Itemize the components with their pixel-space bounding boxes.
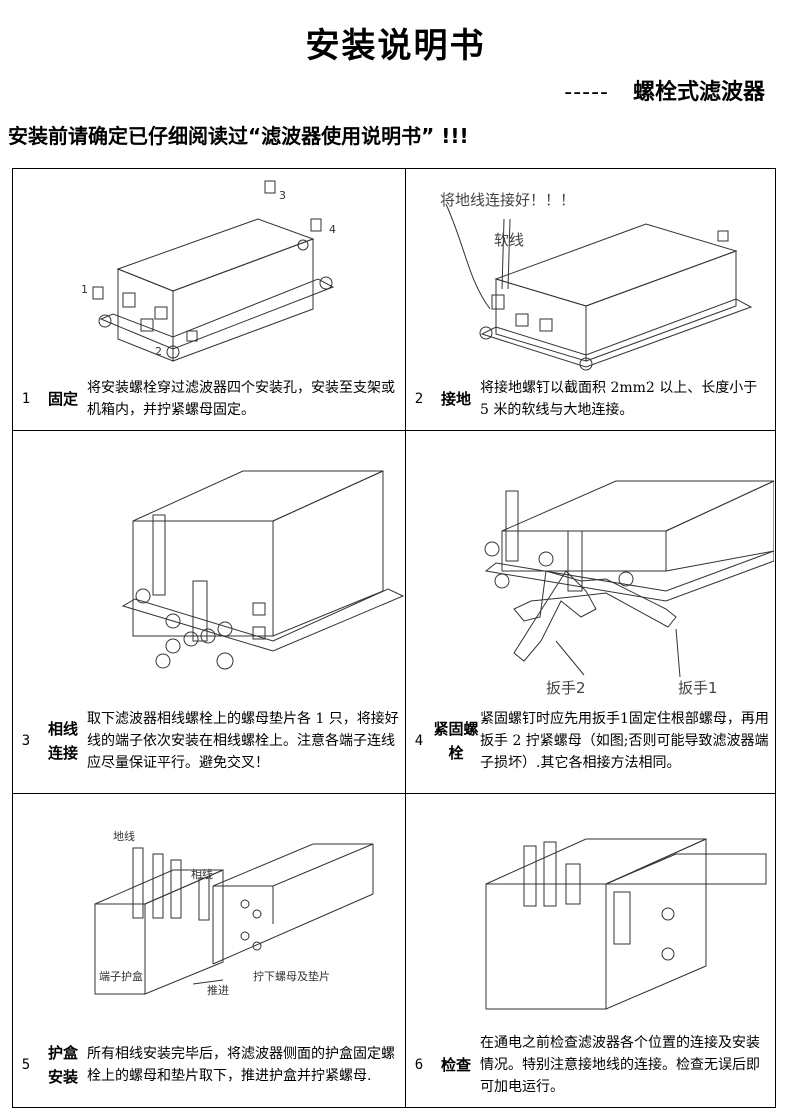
step-3-caption: 3 相线连接 取下滤波器相线螺栓上的螺母垫片各 1 只，将接好线的端子依次安装在… xyxy=(13,689,405,793)
step-1-description: 将安装螺栓穿过滤波器四个安装孔，安装至支架或机箱内，并拧紧螺母固定。 xyxy=(87,380,395,418)
step-5-name: 护盒安装 xyxy=(39,1041,87,1089)
step-4-name: 紧固螺栓 xyxy=(432,717,480,765)
step-1-label-2: 2 xyxy=(155,345,162,358)
step-3-description: 取下滤波器相线螺栓上的螺母垫片各 1 只，将接好线的端子依次安装在相线螺栓上。注… xyxy=(87,711,399,771)
step-6-illustration xyxy=(485,838,767,1010)
step-5-illustration: 地线 相线 端子护盒 推进 拧下螺母及垫片 xyxy=(94,829,374,997)
step-5-cell: 地线 相线 端子护盒 推进 拧下螺母及垫片 5 护盒安装 所有相线安装完毕后，将… xyxy=(13,794,406,1107)
step-2-caption: 2 接地 将接地螺钉以截面积 2mm2 以上、长度小于 5 米的软线与大地连接。 xyxy=(406,368,775,430)
step-4-description: 紧固螺钉时应先用扳手1固定住根部螺母，再用扳手 2 拧紧螺母（如图;否则可能导致… xyxy=(480,711,769,771)
step-5-label-box: 端子护盒 xyxy=(99,969,143,983)
step-6-name: 检查 xyxy=(440,1056,471,1074)
step-1-label-4: 4 xyxy=(329,223,336,236)
step-1-illustration: 1 2 3 4 xyxy=(81,180,336,362)
step-6-description: 在通电之前检查滤波器各个位置的连接及安装情况。特别注意接地线的连接。检查无误后即… xyxy=(480,1035,760,1095)
step-1-number: 1 xyxy=(21,391,31,407)
step-3-illustration xyxy=(121,470,405,670)
step-4-cell: 扳手2 扳手1 4 紧固螺栓 紧固螺钉时应先用扳手1固定住根部螺母，再用扳手 2… xyxy=(406,431,775,794)
step-6-caption: 6 检查 在通电之前检查滤波器各个位置的连接及安装情况。特别注意接地线的连接。检… xyxy=(406,1023,775,1107)
step-3-name-line2: 连接 xyxy=(47,744,78,762)
step-2-illustration: 将地线连接好！！！ 软线 xyxy=(440,191,753,371)
step-5-name-line1: 护盒 xyxy=(47,1044,78,1062)
step-4-label-wrench1: 扳手1 xyxy=(678,679,718,697)
step-4-caption: 4 紧固螺栓 紧固螺钉时应先用扳手1固定住根部螺母，再用扳手 2 拧紧螺母（如图… xyxy=(406,689,775,793)
step-4-name-line2: 栓 xyxy=(448,744,464,762)
step-2-cell: 将地线连接好！！！ 软线 2 接地 将接地螺钉以截面积 2mm2 以上、长度小于… xyxy=(406,169,775,431)
step-3-name-line1: 相线 xyxy=(47,720,78,738)
step-2-label-ground: 将地线连接好！！！ xyxy=(440,191,575,209)
step-5-label-nuts: 拧下螺母及垫片 xyxy=(253,969,330,983)
document-title: 安装说明书 xyxy=(305,26,486,66)
step-3-number: 3 xyxy=(21,733,31,749)
step-1-label-3: 3 xyxy=(279,189,286,202)
step-1-label-1: 1 xyxy=(81,283,88,296)
step-1-caption: 1 固定 将安装螺栓穿过滤波器四个安装孔，安装至支架或机箱内，并拧紧螺母固定。 xyxy=(13,368,405,430)
step-5-number: 5 xyxy=(21,1057,31,1073)
step-1-name: 固定 xyxy=(47,390,78,408)
step-6-cell: 6 检查 在通电之前检查滤波器各个位置的连接及安装情况。特别注意接地线的连接。检… xyxy=(406,794,775,1107)
step-3-cell: 3 相线连接 取下滤波器相线螺栓上的螺母垫片各 1 只，将接好线的端子依次安装在… xyxy=(13,431,406,794)
step-1-cell: 1 2 3 4 1 固定 将安装螺栓穿过滤波器四个安装孔，安装至支架或机箱内，并… xyxy=(13,169,406,431)
subtitle-text: 螺栓式滤波器 xyxy=(632,80,765,105)
step-2-label-wire: 软线 xyxy=(494,231,524,249)
step-5-label-phase: 相线 xyxy=(191,867,213,881)
step-2-number: 2 xyxy=(414,391,424,407)
step-5-description: 所有相线安装完毕后，将滤波器侧面的护盒固定螺栓上的螺母和垫片取下，推进护盒并拧紧… xyxy=(87,1046,395,1084)
step-4-illustration: 扳手2 扳手1 xyxy=(484,480,774,697)
subtitle-dash: ----- xyxy=(564,80,609,105)
step-2-description: 将接地螺钉以截面积 2mm2 以上、长度小于 5 米的软线与大地连接。 xyxy=(480,380,758,418)
notice-text: 安装前请确定已仔细阅读过“滤波器使用说明书” !!! xyxy=(8,124,469,148)
step-4-number: 4 xyxy=(414,733,424,749)
step-5-name-line2: 安装 xyxy=(47,1068,78,1086)
step-5-label-ground: 地线 xyxy=(113,829,135,843)
step-3-name: 相线连接 xyxy=(39,717,87,765)
step-5-caption: 5 护盒安装 所有相线安装完毕后，将滤波器侧面的护盒固定螺栓上的螺母和垫片取下，… xyxy=(13,1023,405,1107)
document-subtitle: ----- 螺栓式滤波器 xyxy=(564,74,765,106)
step-6-number: 6 xyxy=(414,1057,424,1073)
steps-grid: 1 2 3 4 1 固定 将安装螺栓穿过滤波器四个安装孔，安装至支架或机箱内，并… xyxy=(12,168,776,1108)
step-4-label-wrench2: 扳手2 xyxy=(546,679,586,697)
step-5-label-push: 推进 xyxy=(207,983,229,997)
step-4-name-line1: 紧固螺 xyxy=(433,720,479,738)
step-2-name: 接地 xyxy=(440,390,471,408)
